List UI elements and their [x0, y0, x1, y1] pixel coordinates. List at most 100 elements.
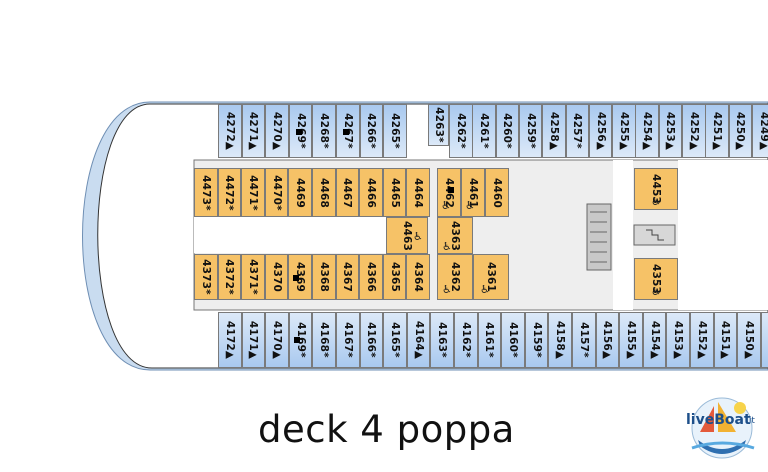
cabin-inner-4468[interactable]: 4468 — [312, 168, 336, 217]
accessible-icon: ♿ — [441, 199, 451, 212]
cabin-inner-4367[interactable]: 4367 — [335, 254, 360, 300]
cabin-bottom-4160[interactable]: 4160* — [501, 312, 525, 368]
cabin-top-4262[interactable]: 4262* — [449, 104, 473, 158]
cabin-bottom-4169[interactable]: 4169* — [288, 312, 313, 368]
cabin-number: 4153▲ — [672, 320, 685, 360]
cabin-inner-4469[interactable]: 4469 — [288, 168, 312, 217]
cabin-number: 4165* — [388, 322, 401, 358]
cabin-number: 4366 — [364, 261, 377, 293]
cabin-bottom-4161[interactable]: 4161* — [477, 312, 502, 368]
cabin-bottom-4168[interactable]: 4168* — [312, 312, 336, 368]
cabin-inner-4372[interactable]: 4372* — [217, 254, 242, 300]
cabin-inner-4466[interactable]: 4466 — [359, 168, 383, 217]
cabin-bottom-4150[interactable]: 4150▲ — [737, 312, 761, 368]
cabin-number: 4159* — [530, 322, 543, 358]
cabin-number: 4254▲ — [641, 111, 654, 151]
cabin-top-4268[interactable]: 4268* — [312, 104, 336, 158]
cabin-top-4256[interactable]: 4256▲ — [588, 104, 613, 158]
cabin-number: 4266* — [365, 113, 378, 149]
cabin-inner-4472[interactable]: 4472* — [217, 168, 242, 217]
cabin-inner-4369[interactable]: 4369 — [288, 254, 312, 300]
cabin-bottom-4164[interactable]: 4164▲ — [406, 312, 431, 368]
cabin-top-4260[interactable]: 4260* — [495, 104, 520, 158]
cabin-inner-4465[interactable]: 4465 — [382, 168, 407, 217]
cabin-inner-4365[interactable]: 4365 — [382, 254, 407, 300]
cabin-number: 4253▲ — [664, 111, 677, 151]
cabin-4462[interactable]: 4462♿ — [437, 168, 461, 217]
cabin-top-4270[interactable]: 4270▲ — [265, 104, 289, 158]
cabin-bottom-4152[interactable]: 4152▲ — [690, 312, 714, 368]
cabin-top-4258[interactable]: 4258▲ — [542, 104, 566, 158]
cabin-bottom-4171[interactable]: 4171▲ — [241, 312, 266, 368]
cabin-top-4249[interactable]: 4249▲ — [751, 104, 768, 158]
cabin-number: 4255▲ — [617, 111, 630, 151]
cabin-number: 4468 — [317, 177, 330, 208]
cabin-inner-4473[interactable]: 4473* — [194, 168, 218, 217]
cabin-top-4250[interactable]: 4250▲ — [728, 104, 753, 158]
cabin-4363[interactable]: 4363♿ — [437, 217, 473, 254]
cabin-top-4272[interactable]: 4272▲ — [218, 104, 242, 158]
cabin-top-4259[interactable]: 4259* — [518, 104, 543, 158]
cabin-bottom-4149[interactable]: 4149▲ — [760, 312, 768, 368]
accessible-icon: ♿ — [413, 230, 423, 243]
cabin-number: 4473* — [199, 174, 212, 211]
cabin-top-4261[interactable]: 4261* — [472, 104, 496, 158]
cabin-top-4251[interactable]: 4251▲ — [705, 104, 729, 158]
cabin-top-4269[interactable]: 4269* — [288, 104, 313, 158]
cabin-inner-4467[interactable]: 4467 — [335, 168, 360, 217]
cabin-bottom-4167[interactable]: 4167* — [336, 312, 360, 368]
cabin-top-4265[interactable]: 4265* — [383, 104, 407, 158]
cabin-inner-4366[interactable]: 4366 — [359, 254, 383, 300]
cabin-inner-4371[interactable]: 4371* — [241, 254, 265, 300]
cabin-bottom-4154[interactable]: 4154▲ — [642, 312, 667, 368]
cabin-inner-4364[interactable]: 4364 — [406, 254, 430, 300]
cabin-inner-4368[interactable]: 4368 — [312, 254, 336, 300]
cabin-inner-4373[interactable]: 4373* — [194, 254, 218, 300]
cabin-bottom-4157[interactable]: 4157* — [572, 312, 596, 368]
cabin-bottom-4151[interactable]: 4151▲ — [713, 312, 738, 368]
cabin-bottom-4155[interactable]: 4155▲ — [619, 312, 643, 368]
cabin-number: 4164▲ — [412, 320, 425, 360]
cabin-bottom-4163[interactable]: 4163* — [430, 312, 454, 368]
cabin-4361[interactable]: 4361♿ — [473, 254, 509, 300]
cabin-top-4252[interactable]: 4252▲ — [682, 104, 706, 158]
cabin-bottom-4165[interactable]: 4165* — [383, 312, 407, 368]
cabin-number: 4368 — [317, 261, 330, 293]
logo-suffix: .it — [746, 416, 755, 426]
connecting-door-marker — [343, 129, 349, 135]
cabin-bottom-4172[interactable]: 4172▲ — [218, 312, 242, 368]
cabin-bottom-4158[interactable]: 4158▲ — [548, 312, 572, 368]
cabin-inner-4370[interactable]: 4370 — [264, 254, 289, 300]
cabin-top-4266[interactable]: 4266* — [359, 104, 384, 158]
cabin-number: 4161* — [483, 322, 496, 358]
cabin-bottom-4170[interactable]: 4170▲ — [265, 312, 289, 368]
cabin-inner-4470[interactable]: 4470* — [264, 168, 289, 217]
cabin-number: 4262* — [454, 113, 467, 149]
cabin-top-4254[interactable]: 4254▲ — [635, 104, 659, 158]
cabin-top-4263[interactable]: 4263* — [428, 104, 449, 146]
cabin-bottom-4153[interactable]: 4153▲ — [666, 312, 690, 368]
cabin-bottom-4162[interactable]: 4162* — [454, 312, 478, 368]
cabin-4461[interactable]: 4461♿ — [461, 168, 485, 217]
cabin-top-4267[interactable]: 4267* — [336, 104, 360, 158]
cabin-4353[interactable]: 4353♿ — [634, 258, 678, 300]
cabin-4362[interactable]: 4362♿ — [437, 254, 473, 300]
cabin-top-4271[interactable]: 4271▲ — [241, 104, 266, 158]
cabin-4463[interactable]: 4463♿ — [386, 217, 428, 254]
cabin-bottom-4159[interactable]: 4159* — [524, 312, 549, 368]
cabin-inner-4471[interactable]: 4471* — [241, 168, 265, 217]
cabin-top-4255[interactable]: 4255▲ — [612, 104, 636, 158]
cabin-inner-4464[interactable]: 4464 — [406, 168, 430, 217]
cabin-4460[interactable]: 4460 — [485, 168, 509, 217]
cabin-bottom-4166[interactable]: 4166* — [359, 312, 384, 368]
cabin-top-4257[interactable]: 4257* — [565, 104, 590, 158]
cabin-number: 4163* — [436, 322, 449, 358]
connecting-door-marker — [293, 337, 300, 343]
cabin-number: 4372* — [223, 259, 236, 295]
cabin-number: 4367 — [341, 261, 354, 293]
cabin-4453[interactable]: 4453♿ — [634, 168, 678, 210]
cabin-top-4253[interactable]: 4253▲ — [658, 104, 683, 158]
cabin-number: 4364 — [412, 261, 425, 293]
cabin-bottom-4156[interactable]: 4156▲ — [595, 312, 620, 368]
cabin-number: 4250▲ — [734, 111, 747, 151]
